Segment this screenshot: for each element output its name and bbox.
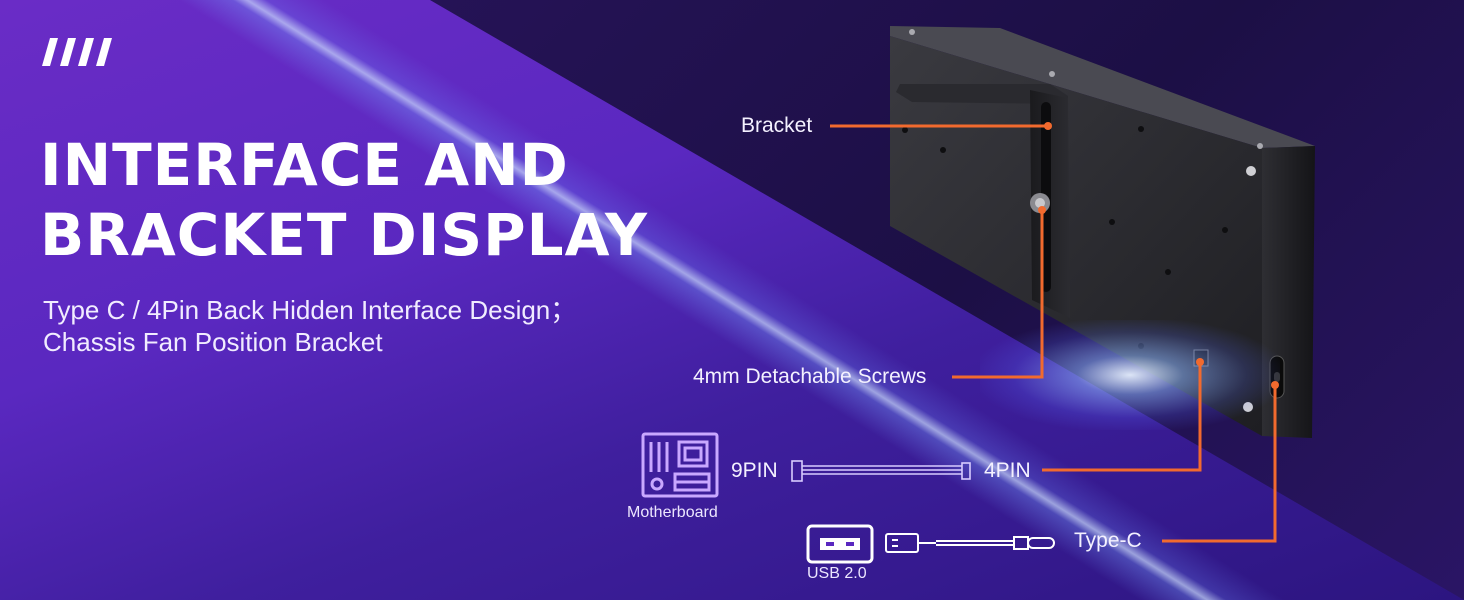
subtitle-line-2: Chassis Fan Position Bracket (43, 327, 383, 357)
title-line-1: INTERFACE AND (40, 131, 569, 199)
4pin-callout-line (1042, 362, 1202, 472)
usb-typec-cable-icon (885, 533, 1055, 553)
motherboard-icon (641, 432, 719, 498)
bracket-label: Bracket (741, 114, 813, 137)
typec-callout-line (1162, 385, 1277, 543)
screws-label: 4mm Detachable Screws (693, 365, 927, 388)
usb-port-icon (806, 524, 874, 564)
title-line-2: BRACKET DISPLAY (40, 201, 648, 269)
brand-logo-icon (42, 38, 112, 66)
device-top-edge (890, 26, 1315, 148)
9pin-4pin-cable-icon (791, 460, 971, 482)
screws-callout-line (952, 210, 1044, 379)
9pin-label: 9PIN (731, 459, 778, 482)
usb-label: USB 2.0 (807, 565, 867, 582)
4pin-label: 4PIN (984, 459, 1031, 482)
page-title: INTERFACE AND BRACKET DISPLAY (40, 130, 648, 270)
typec-label: Type-C (1074, 529, 1142, 552)
bracket-arm (896, 84, 1068, 104)
subtitle: Type C / 4Pin Back Hidden Interface Desi… (43, 294, 576, 358)
subtitle-line-1: Type C / 4Pin Back Hidden Interface Desi… (43, 295, 577, 325)
motherboard-label: Motherboard (627, 504, 718, 521)
